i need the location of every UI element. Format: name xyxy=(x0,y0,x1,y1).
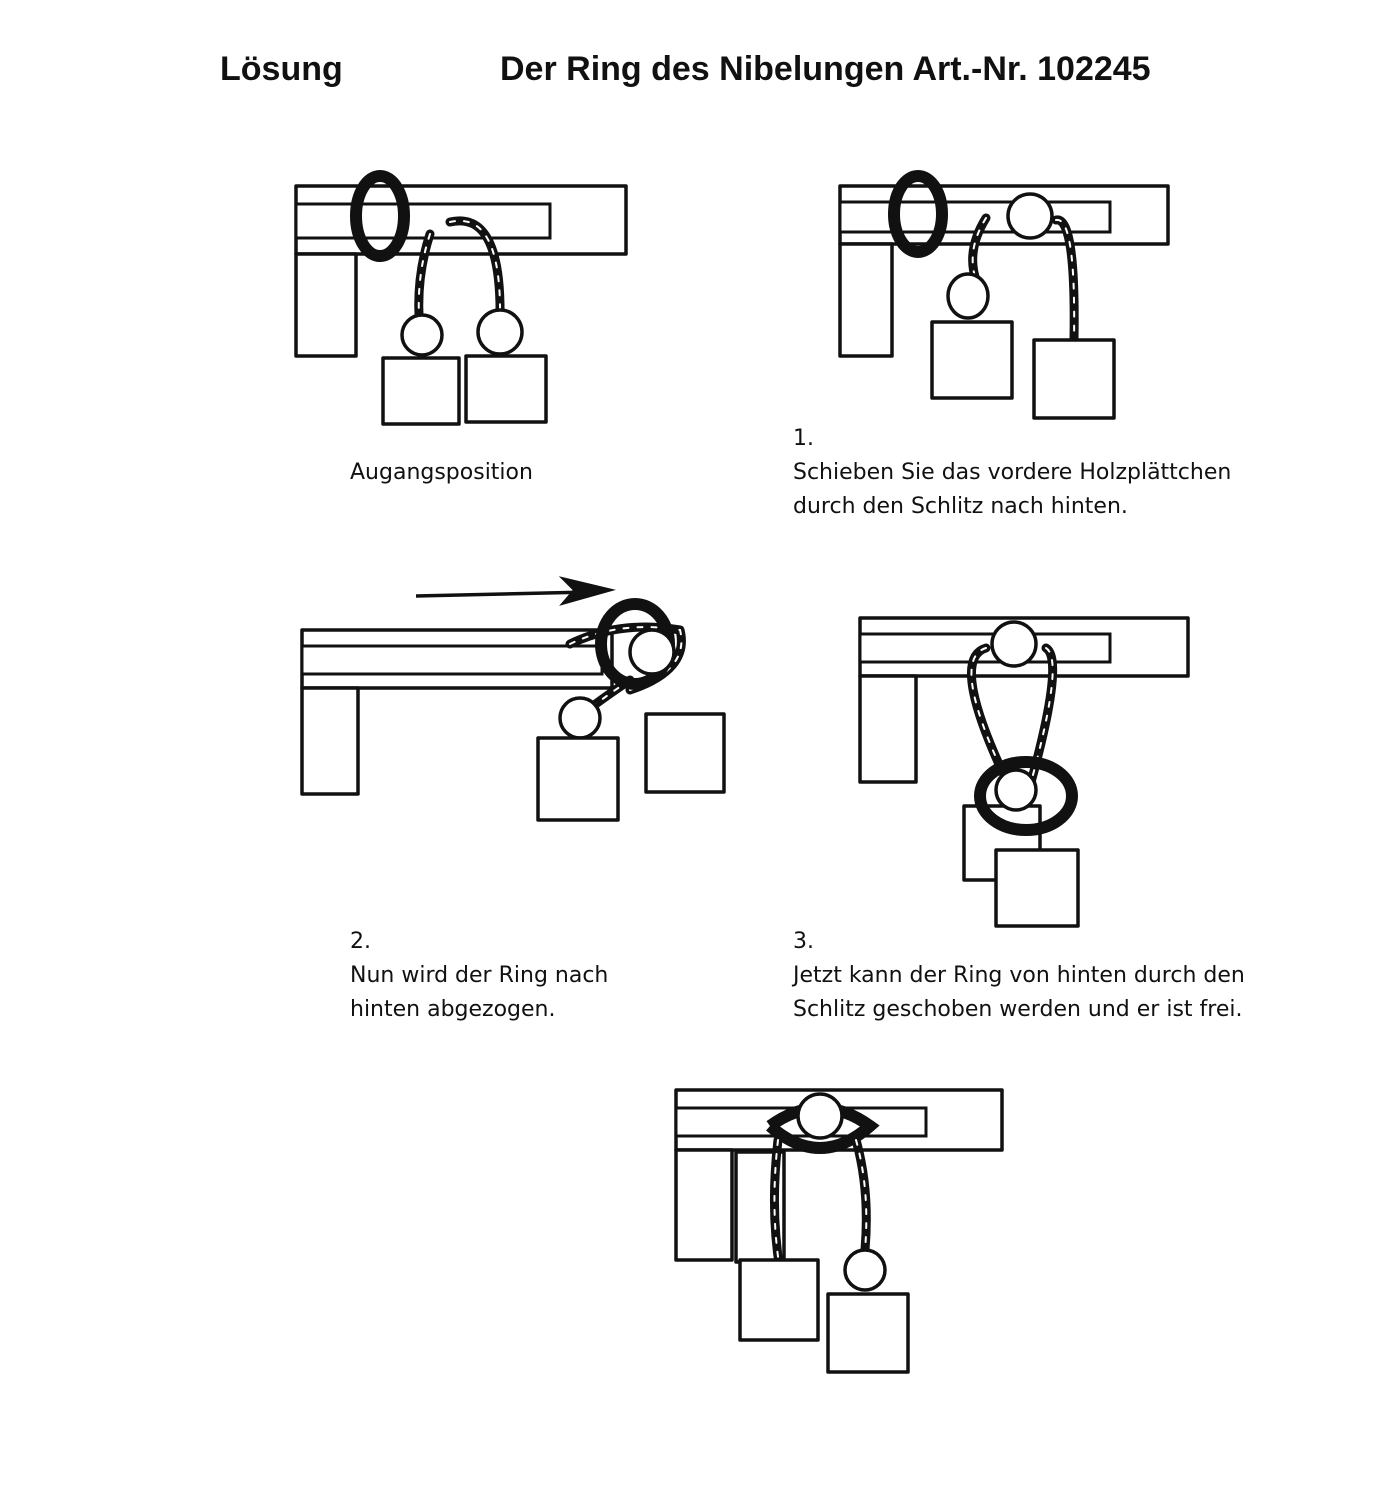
illustration-start-position xyxy=(294,170,628,426)
wooden-ball xyxy=(946,272,990,320)
step-text-line: durch den Schlitz nach hinten. xyxy=(793,494,1128,519)
illustration-step-2 xyxy=(300,576,726,822)
metal-ring xyxy=(888,170,948,258)
wooden-ball xyxy=(400,313,444,357)
step-number: 2. xyxy=(350,929,371,954)
step-text-line: Nun wird der Ring nach xyxy=(350,963,609,988)
step-text-line: Schlitz geschoben werden und er ist frei… xyxy=(793,997,1243,1022)
wooden-ball xyxy=(1006,192,1054,240)
wood-leg xyxy=(294,252,358,358)
wooden-ball xyxy=(994,768,1038,812)
wooden-block xyxy=(1032,338,1116,420)
wooden-block xyxy=(644,712,726,794)
step-text-line: Schieben Sie das vordere Holzplättchen xyxy=(793,460,1232,485)
wooden-ball xyxy=(796,1092,844,1140)
metal-ring xyxy=(974,756,1078,836)
caption-start: Augangsposition xyxy=(350,456,533,490)
wooden-ball xyxy=(990,620,1038,668)
step-text-line: hinten abgezogen. xyxy=(350,997,556,1022)
bar-slot xyxy=(294,202,552,240)
metal-ring xyxy=(350,170,410,262)
wooden-ball xyxy=(843,1248,887,1292)
illustration-final-position xyxy=(674,1088,1004,1374)
illustration-step-1 xyxy=(838,170,1170,420)
step-number: 1. xyxy=(793,426,814,451)
wooden-block xyxy=(994,848,1080,928)
bar-slot xyxy=(300,644,604,676)
wooden-block xyxy=(464,354,548,424)
wood-leg xyxy=(674,1148,734,1262)
step-number: 3. xyxy=(793,929,814,954)
wood-leg xyxy=(858,674,918,784)
wooden-block xyxy=(738,1258,820,1342)
wooden-ball xyxy=(628,628,676,676)
wooden-block xyxy=(930,320,1014,400)
arrow-head-icon xyxy=(558,576,616,606)
direction-arrow xyxy=(415,590,591,598)
wood-leg xyxy=(838,242,894,358)
puzzle-title: Der Ring des Nibelungen Art.-Nr. 102245 xyxy=(500,50,1151,88)
solution-heading: Lösung xyxy=(220,50,343,88)
caption-start-label: Augangsposition xyxy=(350,460,533,485)
caption-step-1: 1. Schieben Sie das vordere Holzplättche… xyxy=(793,422,1231,524)
caption-step-2: 2. Nun wird der Ring nach hinten abgezog… xyxy=(350,925,608,1027)
bar-slot xyxy=(858,632,1112,664)
step-text-line: Jetzt kann der Ring von hinten durch den xyxy=(793,963,1245,988)
caption-step-3: 3. Jetzt kann der Ring von hinten durch … xyxy=(793,925,1245,1027)
wooden-block xyxy=(381,356,461,426)
wood-leg xyxy=(300,686,360,796)
wooden-block xyxy=(536,736,620,822)
wooden-ball xyxy=(558,696,602,740)
wooden-block xyxy=(826,1292,910,1374)
wooden-ball xyxy=(476,308,524,356)
illustration-step-3 xyxy=(858,616,1190,928)
